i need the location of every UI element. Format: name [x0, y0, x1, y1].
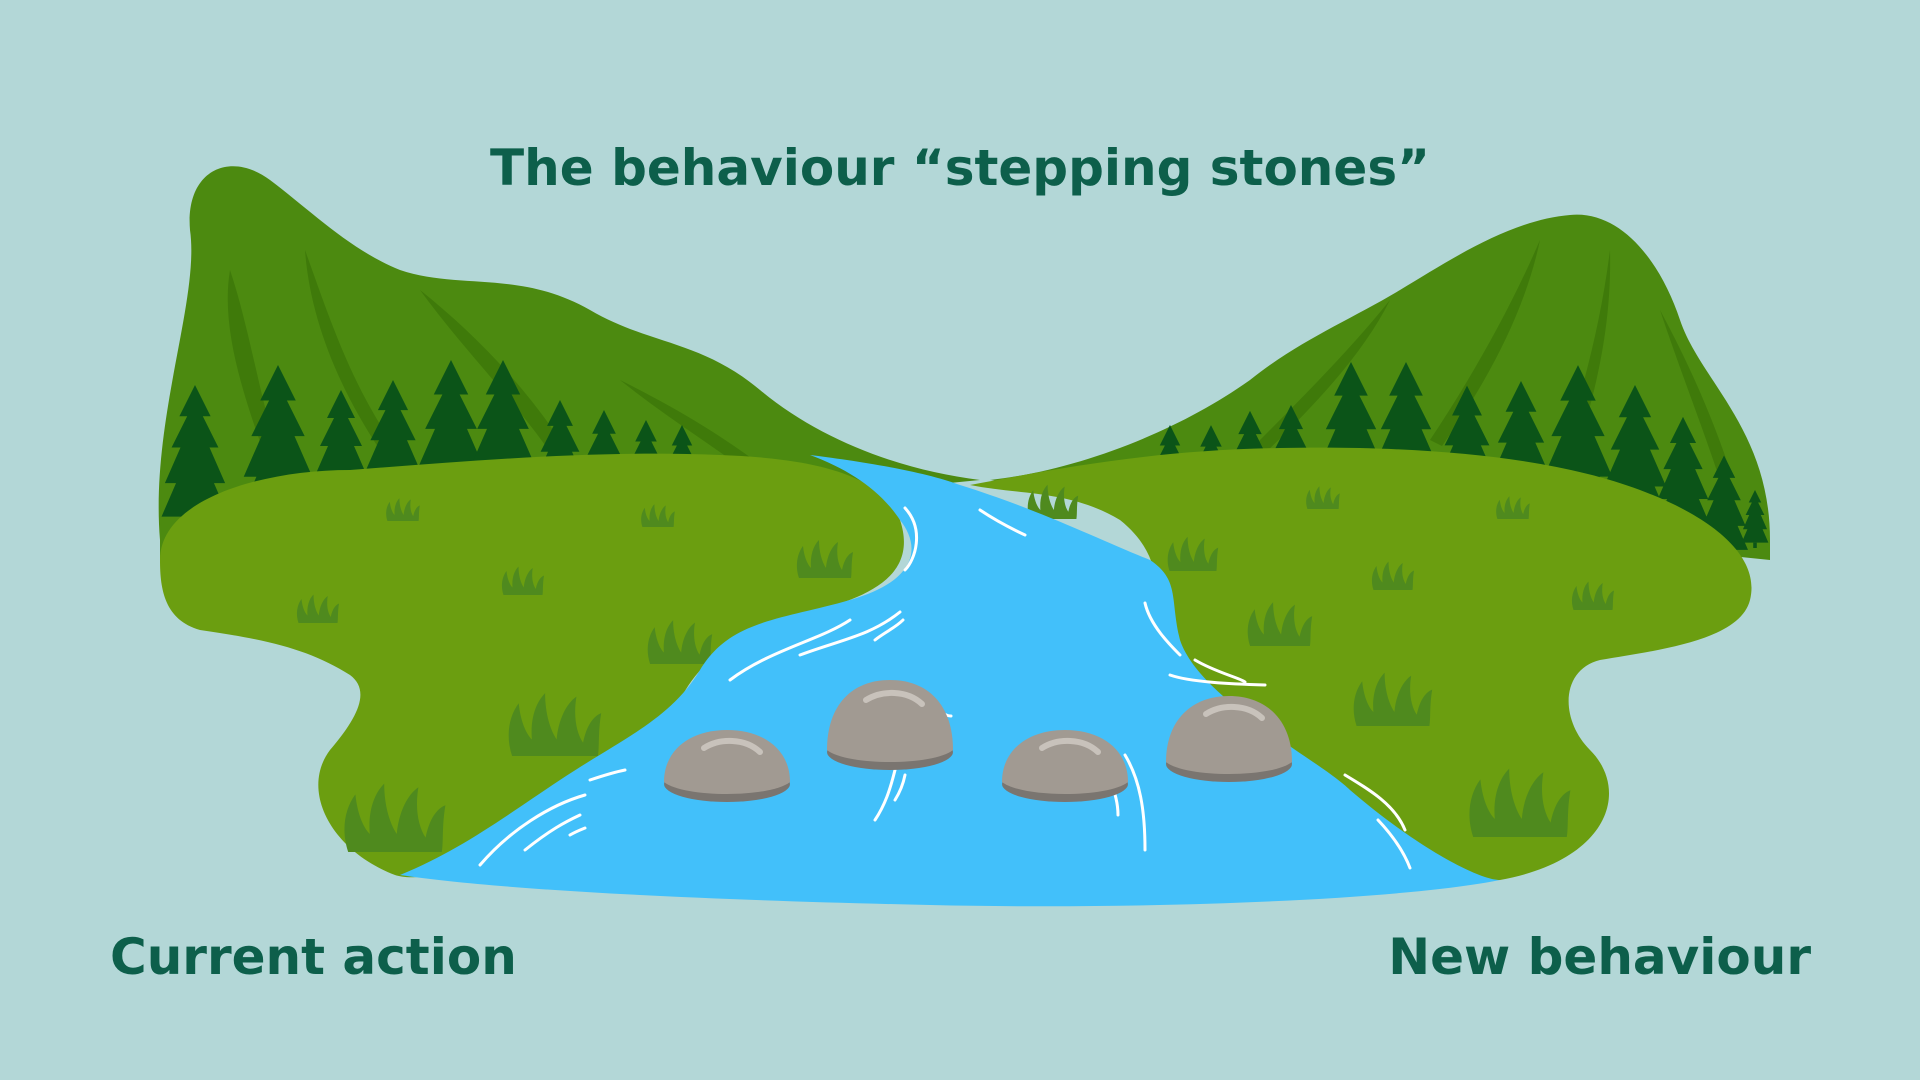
start-label: Current action: [110, 928, 517, 986]
stone-icon: [1002, 730, 1128, 802]
water-ripples: [478, 506, 1412, 870]
stepping-stones: [664, 680, 1292, 802]
stone-icon: [827, 680, 953, 770]
left-meadow: [160, 453, 904, 878]
stone-icon: [664, 730, 790, 802]
diagram-title: The behaviour “stepping stones”: [490, 139, 1430, 197]
stone-icon: [1166, 696, 1292, 782]
right-meadow: [970, 447, 1752, 880]
end-label: New behaviour: [1388, 928, 1811, 986]
